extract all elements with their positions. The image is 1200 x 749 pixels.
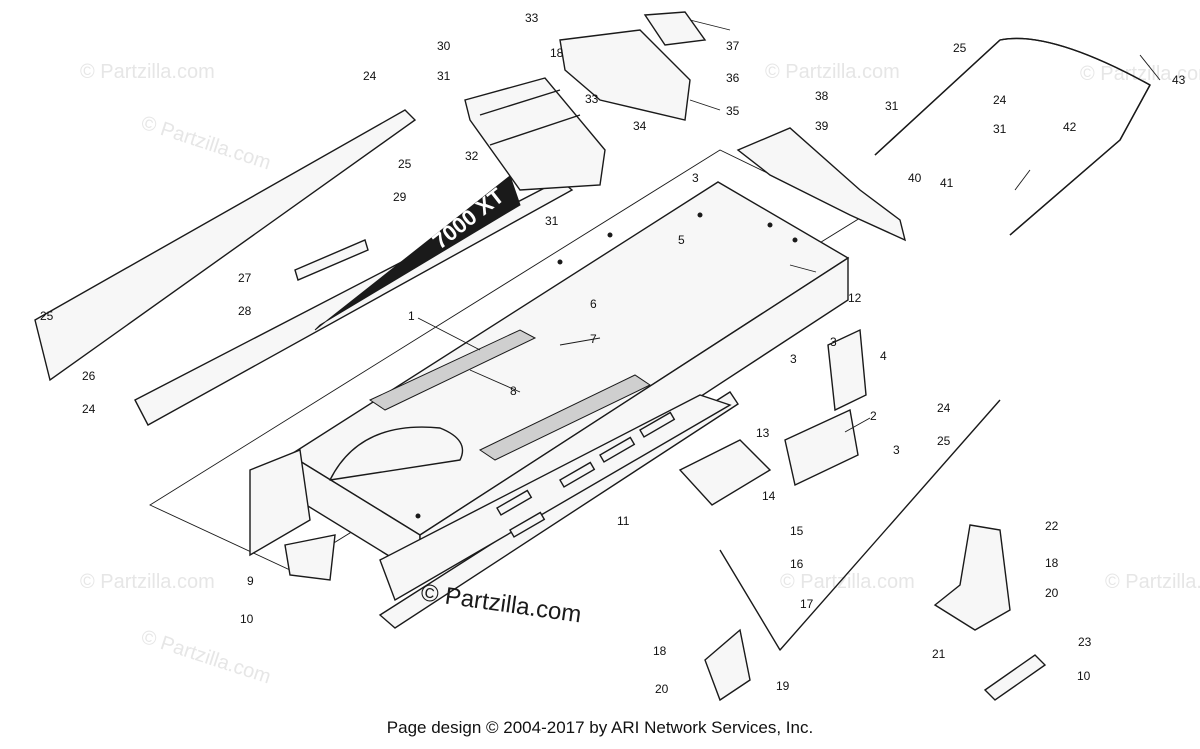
callout-20: 20 [1045,586,1059,600]
callout-1: 1 [408,309,415,323]
part-9-plate [284,534,336,581]
center-watermark: © Partzilla.com [419,579,583,628]
callout-35: 35 [726,104,740,118]
callout-23: 23 [1078,635,1092,649]
callout-20: 20 [655,682,669,696]
part-2-bracket [784,328,867,487]
callout-13: 13 [756,426,770,440]
callout-24: 24 [993,93,1007,107]
callout-11: 11 [617,514,630,528]
callout-19: 19 [776,679,790,693]
callout-22: 22 [1045,519,1059,533]
callout-31: 31 [993,122,1007,136]
callout-43: 43 [1172,73,1186,87]
callout-42: 42 [1063,120,1077,134]
callout-39: 39 [815,119,829,133]
callout-25: 25 [40,309,54,323]
copyright-footer: Page design © 2004-2017 by ARI Network S… [386,718,814,737]
callout-7: 7 [590,332,597,346]
callout-24: 24 [82,402,96,416]
callout-31: 31 [437,69,451,83]
watermark: © Partzilla.com [138,112,273,175]
callout-26: 26 [82,369,96,383]
callout-38: 38 [815,89,829,103]
callout-33: 33 [525,11,539,25]
part-23-pad [983,654,1047,701]
callout-16: 16 [790,557,804,571]
watermark: © Partzilla.com [765,61,900,83]
callout-9: 9 [247,574,254,588]
leader-lines [417,19,1161,433]
callout-24: 24 [363,69,377,83]
callout-3: 3 [893,443,900,457]
callout-28: 28 [238,304,252,318]
callout-41: 41 [940,176,954,190]
callout-6: 6 [590,297,597,311]
callout-31: 31 [885,99,899,113]
callout-24: 24 [937,401,951,415]
watermark: © Partzilla.com [1080,63,1200,85]
watermark: © Partzilla.com [80,61,215,83]
callout-32: 32 [465,149,479,163]
callout-31: 31 [545,214,559,228]
callout-37: 37 [726,39,740,53]
callout-18: 18 [550,46,564,60]
callout-27: 27 [238,271,252,285]
part-30-console [464,77,606,191]
callout-18: 18 [653,644,667,658]
part-19-bracket [704,628,751,702]
running-board [249,391,739,629]
part-35-bumper [559,11,707,121]
watermark: © Partzilla.com [138,626,273,689]
callout-10: 10 [240,612,254,626]
part-16-bar [719,399,1001,651]
callout-25: 25 [937,434,951,448]
callout-3: 3 [692,171,699,185]
callout-30: 30 [437,39,451,53]
part-41-grab-bar [874,37,1151,236]
callout-25: 25 [953,41,967,55]
callout-33: 33 [585,92,599,106]
callout-40: 40 [908,171,922,185]
callout-36: 36 [726,71,740,85]
callout-2: 2 [870,409,877,423]
watermark: © Partzilla.com [780,571,915,593]
callout-12: 12 [848,291,862,305]
callout-25: 25 [398,157,412,171]
callout-10: 10 [1077,669,1091,683]
callout-labels: 1 2 3 3 3 3 4 5 6 7 8 9 10 10 11 12 13 1… [40,11,1186,696]
part-13-plate [678,439,772,506]
callout-17: 17 [800,597,814,611]
callout-34: 34 [633,119,647,133]
watermark: © Partzilla.com [80,571,215,593]
callout-5: 5 [678,233,685,247]
part-22-toe-hold [933,524,1011,631]
callout-14: 14 [762,489,776,503]
part-38-snowflap [736,127,907,242]
callout-21: 21 [932,647,946,661]
callout-29: 29 [393,190,407,204]
callout-3: 3 [790,352,797,366]
callout-8: 8 [510,384,517,398]
callout-15: 15 [790,524,804,538]
callout-18: 18 [1045,556,1059,570]
callout-3: 3 [830,335,837,349]
watermark: © Partzilla.com [1105,571,1200,593]
side-rails: 7000 XT [34,109,574,426]
callout-4: 4 [880,349,887,363]
part-12-tunnel [288,181,850,582]
